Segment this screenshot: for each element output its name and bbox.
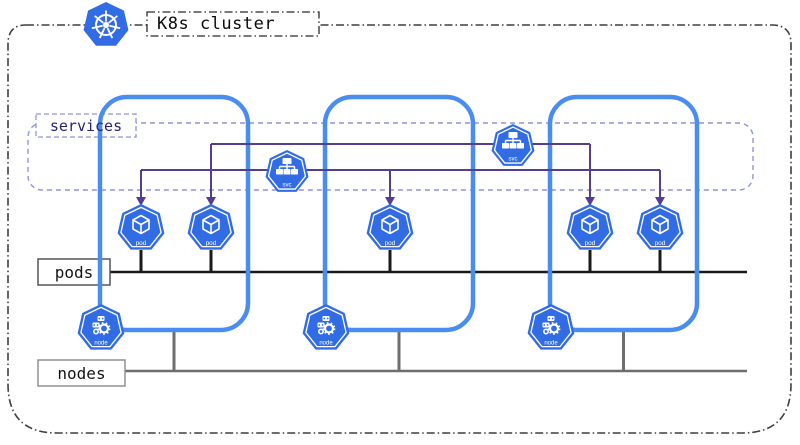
service-tree-glyph	[278, 164, 296, 169]
kubernetes-logo-icon	[83, 2, 129, 46]
arrow-down-icon	[136, 197, 146, 206]
arrow-down-icon	[206, 197, 216, 206]
gear-glyph	[323, 323, 335, 334]
gear-glyph	[548, 323, 560, 334]
pod-icon: pod	[566, 204, 614, 250]
svg-text:pod: pod	[585, 240, 596, 247]
service-icon: svc	[491, 124, 535, 166]
nodes-label-box	[37, 359, 126, 387]
svg-text:node: node	[94, 341, 108, 347]
node-group-rect	[97, 94, 251, 333]
svg-text:svc: svc	[283, 183, 292, 189]
pod-icon: pod	[366, 204, 414, 250]
cube-glyph	[202, 214, 220, 235]
cube-glyph	[381, 214, 399, 235]
service-tree-glyph	[504, 138, 522, 143]
svg-text:pod: pod	[136, 240, 147, 247]
svg-text:pod: pod	[655, 240, 666, 247]
svg-text:node: node	[319, 341, 333, 347]
service-icon: svc	[265, 150, 309, 192]
pod-icon: pod	[117, 204, 165, 250]
cluster-title-box	[146, 11, 320, 37]
cube-glyph	[132, 214, 150, 235]
svg-text:svc: svc	[509, 157, 518, 163]
pod-icon: pod	[636, 204, 684, 250]
node-group-rect	[322, 94, 476, 333]
svg-text:pod: pod	[385, 240, 396, 247]
cluster-title: K8s cluster	[157, 14, 276, 34]
arrow-down-icon	[585, 197, 595, 206]
node-group-rect	[547, 94, 700, 333]
cube-glyph	[651, 214, 669, 235]
cluster-border	[7, 24, 792, 434]
svg-text:node: node	[544, 341, 558, 347]
pods-axis-label: pods	[54, 262, 94, 282]
node-icon: node	[527, 304, 575, 350]
service-connections	[136, 169, 665, 206]
arrow-down-icon	[655, 197, 665, 206]
node-icon: node	[77, 304, 125, 350]
node-icon: node	[302, 304, 350, 350]
service-connections	[206, 143, 595, 206]
services-label: services	[49, 116, 123, 135]
nodes-axis-label: nodes	[57, 363, 106, 383]
pod-icon: pod	[187, 204, 235, 250]
gear-glyph	[98, 323, 110, 334]
cube-glyph	[581, 214, 599, 235]
services-label-box	[35, 113, 137, 138]
svg-text:pod: pod	[206, 240, 217, 247]
arrow-down-icon	[385, 197, 395, 206]
